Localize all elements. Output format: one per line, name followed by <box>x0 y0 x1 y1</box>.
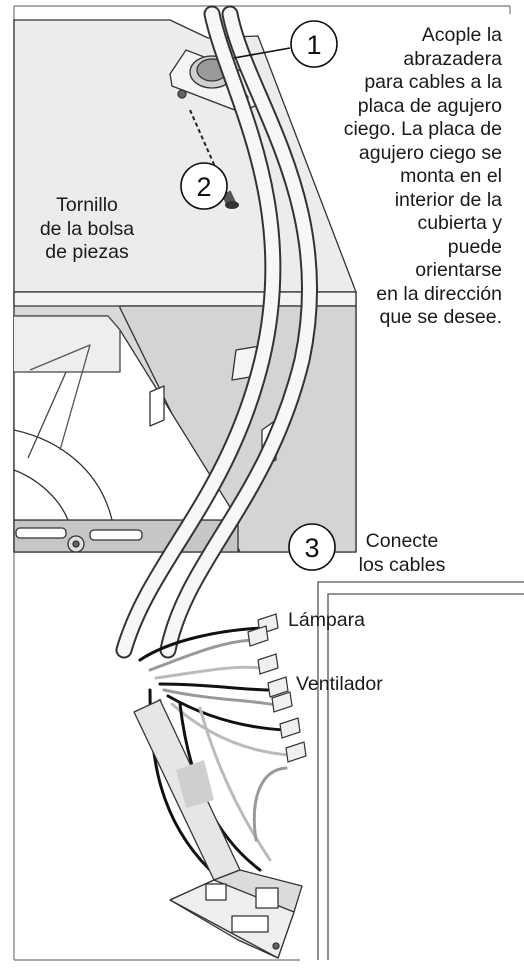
callout-circle-1 <box>290 20 338 68</box>
callout-number-3: 3 <box>304 533 319 563</box>
wire-nut-group-lamp <box>247 613 279 647</box>
lamp-wires-label: Lámpara <box>288 609 365 631</box>
callout-circle-2 <box>180 162 228 210</box>
callout-circle-3 <box>288 523 336 571</box>
callout-number-1: 1 <box>306 30 321 60</box>
callout-3: 3 <box>288 523 336 571</box>
screw-label: Tornillo de la bolsa de piezas <box>39 194 135 263</box>
cable-bundle <box>115 5 319 659</box>
callout-2: 2 <box>180 162 228 210</box>
inset-panel-outline <box>317 581 524 960</box>
fan-wires-label: Ventilador <box>296 673 383 695</box>
junction-box-cover <box>133 699 303 959</box>
wire-nut-group-fan <box>257 653 307 763</box>
connect-wires-instruction: Conecte los cables <box>358 530 446 576</box>
callout-1: 1 <box>233 20 338 68</box>
callout-number-2: 2 <box>196 172 211 202</box>
knockout-plate-instruction: Acople la abrazadera para cables a la pl… <box>343 24 502 328</box>
